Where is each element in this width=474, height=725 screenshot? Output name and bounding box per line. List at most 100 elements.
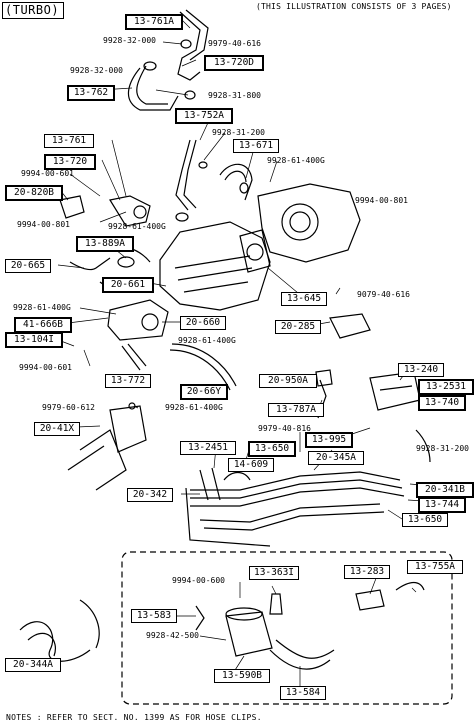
part-number: 9928-31-200	[212, 128, 265, 137]
callout-20-950A: 20-950A	[259, 374, 317, 388]
bracket-820	[59, 195, 85, 219]
solenoid-660	[107, 299, 169, 341]
callout-13-650-lower: 13-650	[402, 513, 448, 527]
callout-13-650-upper: 13-650	[248, 441, 296, 457]
gasket-hole	[246, 243, 264, 261]
part-number: 9994-00-801	[355, 196, 408, 205]
callout-20-660: 20-660	[180, 316, 226, 330]
clip-g	[117, 256, 135, 268]
part-number: 9928-61-400G	[165, 403, 223, 412]
hose-752	[175, 139, 191, 211]
callout-20-665: 20-665	[5, 259, 51, 273]
hose-66Yb	[171, 343, 237, 387]
callout-13-2451: 13-2451	[180, 441, 236, 455]
callout-13-240: 13-240	[398, 363, 444, 377]
part-number: 9979-60-612	[42, 403, 95, 412]
valve-port	[133, 205, 147, 219]
clip-a	[143, 61, 157, 71]
tubing-harness-4	[199, 503, 381, 523]
part-number: 9979-40-616	[208, 39, 261, 48]
hose-2451	[199, 467, 221, 501]
part-number: 9928-31-200	[416, 444, 469, 453]
callout-13-761: 13-761	[44, 134, 94, 148]
tubing-harness-3	[190, 487, 405, 507]
callout-13-2531: 13-2531	[418, 379, 474, 395]
callout-13-720: 13-720	[44, 154, 96, 170]
callout-13-995: 13-995	[305, 432, 353, 448]
page-count-note: (THIS ILLUSTRATION CONSISTS OF 3 PAGES)	[256, 2, 452, 11]
callout-14-609: 14-609	[228, 458, 274, 472]
solenoid-660-port	[141, 313, 159, 331]
callout-20-342: 20-342	[127, 488, 173, 502]
part-number: 9994-00-601	[21, 169, 74, 178]
bracket-41X	[109, 405, 147, 453]
part-number: 9928-61-400G	[108, 222, 166, 231]
footer-notes: NOTES : REFER TO SECT. NO. 1399 AS FOR H…	[6, 713, 262, 722]
hose-342	[185, 487, 271, 547]
throttle-bore-inner	[289, 211, 311, 233]
part-number: 9928-31-800	[208, 91, 261, 100]
throttle-body	[257, 183, 361, 263]
callout-13-720D: 13-720D	[204, 55, 264, 71]
callout-13-761A: 13-761A	[125, 14, 183, 30]
hose-344A	[19, 621, 91, 662]
callout-13-740: 13-740	[418, 395, 466, 411]
callout-13-283: 13-283	[344, 565, 390, 579]
callout-13-889A: 13-889A	[76, 236, 134, 252]
callout-13-645: 13-645	[281, 292, 327, 306]
hose-344Ac	[79, 599, 100, 649]
hose-752b	[183, 139, 197, 209]
manifold-ribs	[174, 255, 253, 293]
callout-20-820B: 20-820B	[5, 185, 63, 201]
callout-13-755A: 13-755A	[407, 560, 463, 574]
part-number: 9079-40-616	[357, 290, 410, 299]
valve-group-240	[369, 371, 421, 411]
hose-671	[219, 163, 253, 201]
throttle-bore	[281, 203, 319, 241]
tubing-harness-5	[203, 511, 385, 531]
clip-b	[180, 39, 192, 49]
part-number: 9994-00-600	[172, 576, 225, 585]
callout-13-104I: 13-104I	[5, 332, 63, 348]
part-number: 9994-00-601	[19, 363, 72, 372]
inset-frame	[121, 551, 453, 705]
tubing-harness	[190, 471, 401, 491]
hose-584b	[275, 639, 335, 659]
bolt-612	[128, 402, 136, 410]
valve-720	[109, 195, 151, 227]
filter-283	[355, 589, 385, 611]
callout-13-590B: 13-590B	[214, 669, 270, 683]
diagram-drawing	[19, 9, 459, 705]
hose-671b	[224, 170, 247, 183]
valve-group-240b	[379, 385, 413, 391]
callout-41-666B: 41-666B	[14, 317, 72, 333]
sensor-363	[269, 593, 283, 615]
callout-20-285: 20-285	[275, 320, 321, 334]
callout-13-744: 13-744	[418, 497, 466, 513]
variant-title: (TURBO)	[2, 2, 65, 19]
hose-772	[121, 345, 141, 371]
tubing-harness-2	[190, 479, 403, 499]
gasket-645	[239, 229, 271, 273]
callout-20-341B: 20-341B	[416, 482, 474, 498]
callout-13-671: 13-671	[233, 139, 279, 153]
callout-13-752A: 13-752A	[175, 108, 233, 124]
clip-e	[198, 161, 208, 169]
part-number: 9928-61-400G	[267, 156, 325, 165]
part-number: 9928-32-000	[70, 66, 123, 75]
callout-20-66Y: 20-66Y	[180, 384, 228, 400]
clip-c	[184, 90, 196, 100]
hose-762b	[136, 65, 168, 105]
hose-762	[127, 67, 179, 111]
callout-13-772: 13-772	[105, 374, 151, 388]
hose-583	[195, 605, 205, 631]
hose-344Ab	[27, 632, 56, 657]
part-number: 9928-61-400G	[178, 336, 236, 345]
callout-20-344A: 20-344A	[5, 658, 61, 672]
canister-590	[225, 611, 273, 657]
clip-f	[175, 212, 189, 222]
hose-665	[69, 257, 111, 271]
part-number: 9994-00-801	[17, 220, 70, 229]
hose-755	[395, 581, 425, 591]
hose-top	[177, 11, 201, 81]
